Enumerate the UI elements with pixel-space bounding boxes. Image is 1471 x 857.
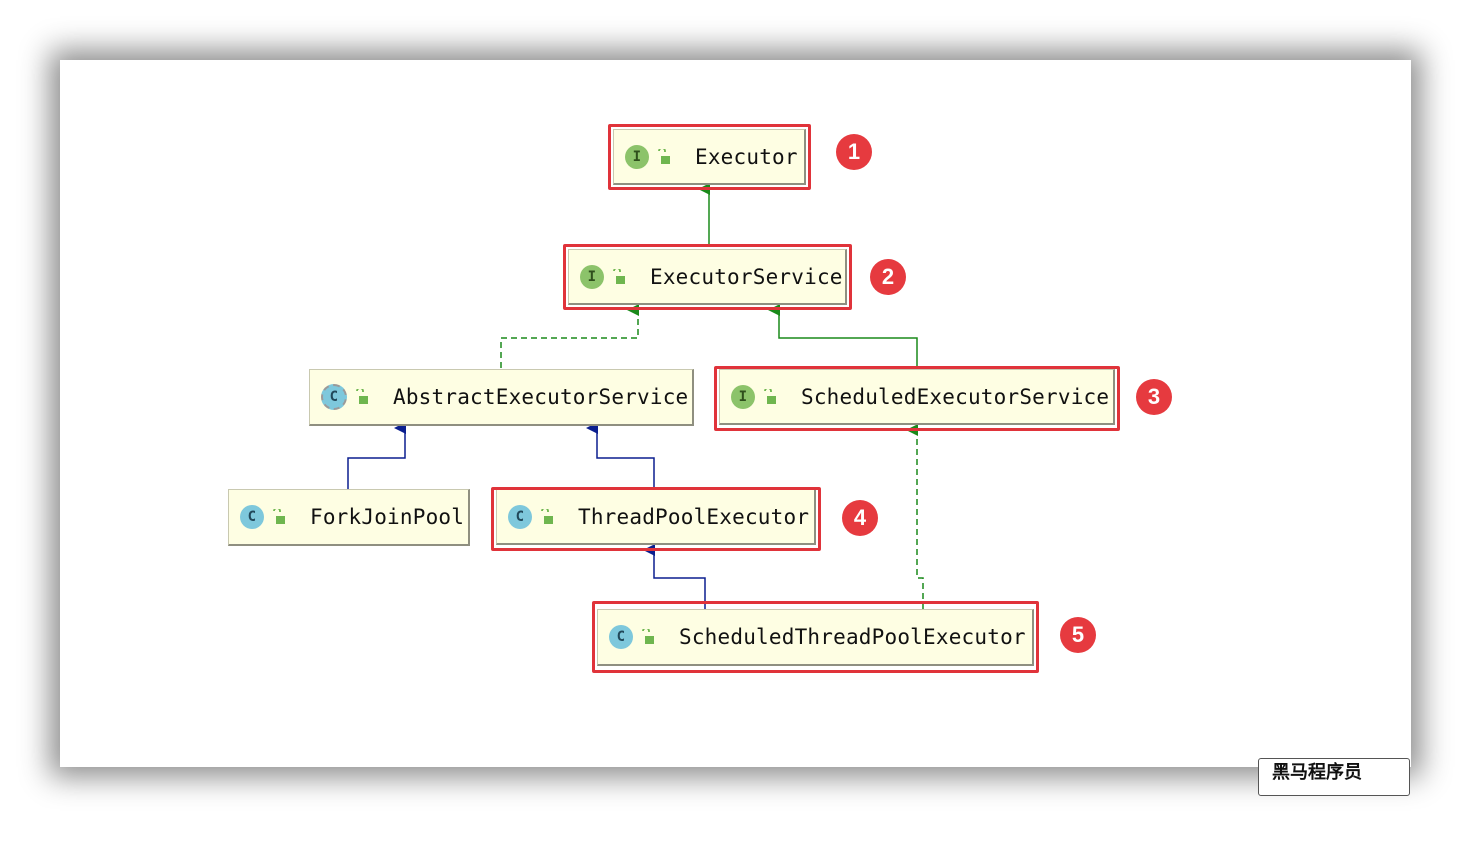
- badge-4: 4: [842, 500, 878, 536]
- node-label: ExecutorService: [650, 264, 843, 289]
- highlight-box-3: [714, 366, 1120, 431]
- highlight-box-4: [491, 487, 821, 551]
- highlight-box-1: [608, 124, 811, 190]
- unlock-icon: [273, 509, 285, 524]
- unlock-icon: [613, 268, 625, 284]
- node-fork-join-pool[interactable]: C ForkJoinPool: [228, 489, 470, 546]
- class-icon: C: [508, 504, 532, 529]
- interface-icon: I: [580, 264, 604, 289]
- edge-scheduledthreadpoolexecutor-threadpoolexecutor: [643, 544, 706, 609]
- node-executor[interactable]: I Executor: [613, 129, 806, 185]
- unlock-icon: [658, 148, 670, 164]
- node-label: ScheduledThreadPoolExecutor: [679, 625, 1026, 649]
- highlight-box-2: [563, 244, 852, 310]
- abstract-class-icon: C: [321, 384, 347, 410]
- node-thread-pool-executor[interactable]: C ThreadPoolExecutor: [496, 489, 816, 545]
- unlock-icon: [541, 508, 553, 524]
- badge-2: 2: [870, 259, 906, 295]
- unlock-icon: [356, 389, 368, 404]
- node-label: AbstractExecutorService: [393, 385, 689, 409]
- node-scheduled-thread-pool-executor[interactable]: C ScheduledThreadPoolExecutor: [597, 609, 1034, 666]
- class-icon: C: [240, 505, 264, 529]
- badge-5: 5: [1060, 617, 1096, 653]
- node-label: Executor: [695, 144, 798, 169]
- highlight-box-5: [592, 601, 1039, 673]
- edge-forkjoinpool-abstractexecutorservice: [347, 422, 406, 489]
- edge-threadpoolexecutor-abstractexecutorservice: [586, 422, 655, 489]
- unlock-icon: [764, 388, 776, 404]
- class-icon: C: [609, 625, 633, 649]
- badge-3: 3: [1136, 379, 1172, 415]
- node-abstract-executor-service[interactable]: C AbstractExecutorService: [309, 369, 694, 426]
- unlock-icon: [642, 629, 654, 644]
- interface-icon: I: [625, 144, 649, 169]
- node-scheduled-executor-service[interactable]: I ScheduledExecutorService: [719, 369, 1115, 425]
- node-executor-service[interactable]: I ExecutorService: [568, 249, 847, 305]
- watermark-label: 黑马程序员: [1258, 758, 1410, 796]
- interface-icon: I: [731, 384, 755, 409]
- badge-1: 1: [836, 134, 872, 170]
- node-label: ScheduledExecutorService: [801, 384, 1110, 409]
- edge-abstractexecutorservice-executorservice: [500, 304, 639, 368]
- node-label: ThreadPoolExecutor: [578, 504, 810, 529]
- edge-scheduledexecutorservice-executorservice: [768, 304, 918, 368]
- edge-scheduledthreadpoolexecutor-scheduledexecutorservice: [906, 424, 924, 609]
- node-label: ForkJoinPool: [310, 505, 465, 529]
